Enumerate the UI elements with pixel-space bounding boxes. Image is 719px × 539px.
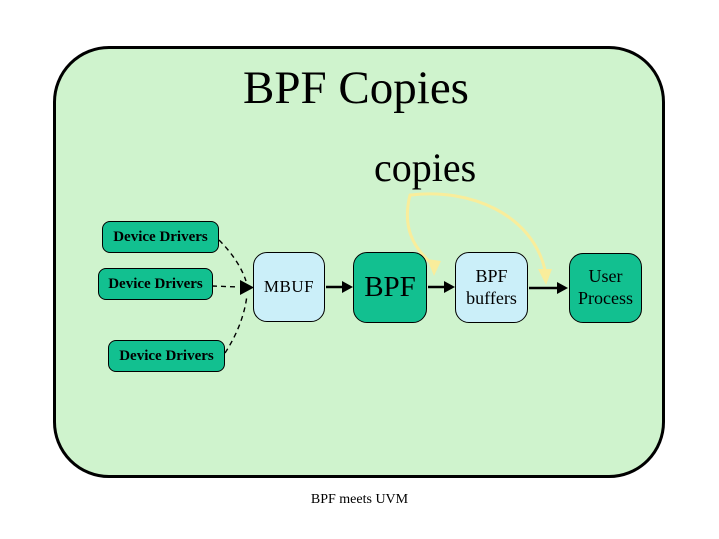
device-drivers-box-1: Device Drivers [102,221,219,253]
mbuf-label: MBUF [263,276,315,296]
bpf-buffers-node: BPF buffers [455,252,528,323]
bpf-node: BPF [353,252,427,323]
bpf-buffers-label: BPF buffers [466,265,517,308]
device-drivers-label-2: Device Drivers [108,275,203,292]
slide-title: BPF Copies [243,62,469,114]
mbuf-node: MBUF [253,252,325,322]
user-process-label: User Process [578,266,633,308]
copies-label: copies [374,145,477,190]
device-drivers-box-3: Device Drivers [108,340,225,372]
user-process-node: User Process [569,253,642,323]
bpf-label: BPF [364,271,416,304]
footer-caption: BPF meets UVM [310,492,409,507]
device-drivers-label-1: Device Drivers [113,228,208,245]
device-drivers-label-3: Device Drivers [119,347,214,364]
device-drivers-box-2: Device Drivers [98,268,213,300]
